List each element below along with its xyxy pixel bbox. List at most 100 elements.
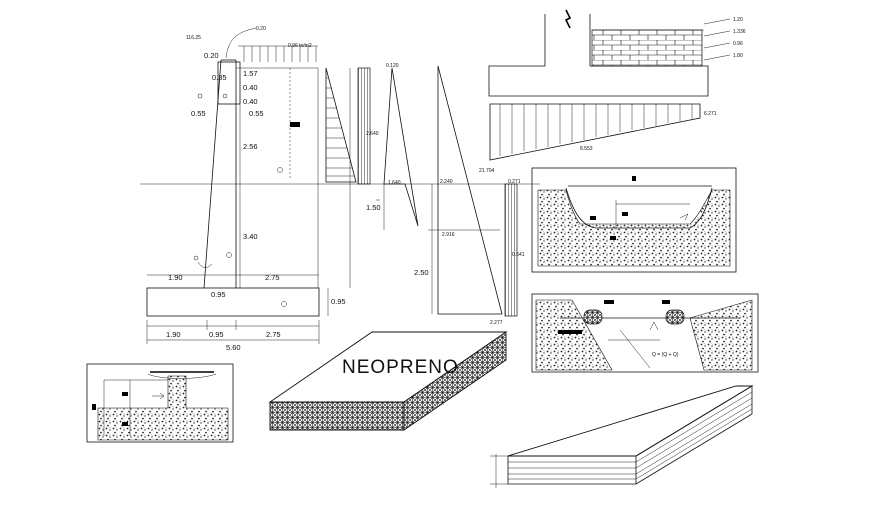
foundation-cap: [147, 373, 217, 379]
channel-1-section: [565, 187, 713, 229]
label-tri-0541: 0.541: [512, 252, 525, 258]
label-tr-1336: 1.336: [733, 29, 746, 35]
label-tri-1640: 1.640: [388, 180, 401, 186]
label-d095a: 0.95: [211, 290, 226, 299]
neoprene-front: [269, 401, 405, 431]
label-d150: 1.50: [366, 203, 381, 212]
leader-low: [197, 261, 213, 268]
foundation-mark-a: [92, 404, 96, 410]
label-d157: 1.57: [243, 69, 258, 78]
label-d055b: 0.55: [249, 109, 264, 118]
label-d340: 3.40: [243, 232, 258, 241]
plate-side-layer-2: [635, 397, 753, 469]
label-top-tick: 0.20: [256, 26, 266, 32]
foundation-flow-arrow: [152, 392, 165, 400]
channel-1-mark-b: [622, 212, 628, 216]
leader-top: [225, 29, 249, 59]
label-d275b: 2.75: [266, 330, 281, 339]
label-d275a: 2.75: [265, 273, 280, 282]
label-load: 0.96 tn/m2: [288, 43, 312, 49]
plate-side-layer-1: [635, 391, 753, 463]
node-mark-4: [197, 93, 203, 99]
foundation-mark-b: [122, 392, 128, 396]
label-tri-0271: 0.271: [508, 179, 521, 185]
channel-detail-2-frame: [531, 293, 759, 373]
label-d095b: 0.95: [331, 297, 346, 306]
footing: [146, 287, 320, 317]
label-d095c: 0.95: [209, 330, 224, 339]
channel-detail-2: Q = (Q + Q): [531, 293, 759, 373]
channel-2-soil-left: [535, 299, 613, 371]
label-tr-120: 1.20: [733, 17, 743, 23]
top-right-footing-detail: 1.20 1.336 0.96 1.80 6.271 21.704: [479, 9, 746, 174]
label-formula: Q = (Q + Q): [652, 352, 679, 358]
pressure-triangle-1: [325, 67, 357, 183]
pressure-triangle-3: [437, 65, 503, 315]
label-tri-120: 0.120: [386, 63, 399, 69]
layered-plate-top: [507, 385, 754, 457]
soil-pressure-arrows: [499, 104, 693, 156]
node-mark-3: [281, 301, 287, 307]
label-tr-21704: 21.704: [479, 168, 495, 174]
channel-1-arrow: [679, 213, 689, 221]
label-tr-180: 1.80: [733, 53, 743, 59]
channel-2-mark-b: [604, 300, 614, 304]
channel-2-mark-a: [558, 330, 582, 334]
soil-pressure-diagram: [489, 103, 701, 161]
channel-1-tag: [632, 176, 636, 181]
wall-front-face: [203, 59, 222, 289]
label-d055a: 0.55: [191, 109, 206, 118]
channel-2-soil-right: [689, 299, 753, 371]
label-elev: 116.25: [186, 35, 201, 41]
pressure-bar-1: [357, 67, 371, 185]
node-mark-1: [277, 167, 283, 173]
channel-detail-1: [531, 167, 737, 273]
label-tri-2240: 2.240: [440, 179, 453, 185]
label-d256: 2.56: [243, 142, 258, 151]
channel-1-mark-c: [610, 236, 616, 240]
neoprene-pad: NEOPRENO: [268, 331, 508, 431]
surcharge-load-arrows: [238, 45, 318, 62]
label-tr-6271: 6.271: [704, 111, 717, 117]
pressure-triangle-2: [383, 67, 419, 227]
label-tr-096: 0.96: [733, 41, 743, 47]
node-mark-2: [226, 252, 232, 258]
label-d040a: 0.40: [243, 83, 258, 92]
channel-2-arrow: [649, 321, 659, 331]
small-foundation-detail: [86, 363, 234, 443]
break-mark: [564, 9, 572, 29]
label-tri-2916: 2.916: [442, 232, 455, 238]
node-mark-5: [222, 93, 228, 99]
label-tri-2277: 2.277: [490, 320, 503, 326]
foundation-soil: [97, 375, 229, 441]
wall-cap: [217, 61, 241, 105]
label-neopreno: NEOPRENO: [342, 357, 459, 378]
masonry-blocks: [591, 29, 703, 67]
channel-2-gabion-right: [665, 309, 685, 325]
retaining-wall-section: 116.25 0.20 0.96 tn/m2 0.20 1.57 0.35 0.…: [140, 26, 540, 352]
label-tri-2640: 2.640: [366, 131, 379, 137]
plate-side-layer-4: [635, 408, 753, 480]
channel-2-gabion-left: [583, 309, 603, 325]
leader-top-tail: [247, 27, 257, 31]
pressure-bar-2: [504, 183, 518, 317]
layered-plate-front: [507, 455, 637, 485]
node-mark-6: [193, 255, 199, 261]
foundation-mark-c: [122, 422, 128, 426]
channel-1-mark-a: [590, 216, 596, 220]
pressure-diagrams: 0.120 2.640 1.640 1.50 2.240 2.916 2.50 …: [325, 63, 525, 326]
label-d250: 2.50: [414, 268, 429, 277]
neoprene-side: [403, 331, 507, 431]
channel-detail-1-frame: [531, 167, 737, 273]
label-top-width: 0.20: [204, 51, 219, 60]
label-d035: 0.35: [212, 73, 227, 82]
label-d190a: 1.90: [168, 273, 183, 282]
label-d040b: 0.40: [243, 97, 258, 106]
block-leaders: [703, 18, 731, 61]
plate-side-layer-3: [635, 403, 753, 475]
label-d190b: 1.90: [166, 330, 181, 339]
label-tr-8553: 8.553: [580, 146, 593, 152]
foundation-detail-frame: [86, 363, 234, 443]
section-tag: [290, 122, 300, 127]
